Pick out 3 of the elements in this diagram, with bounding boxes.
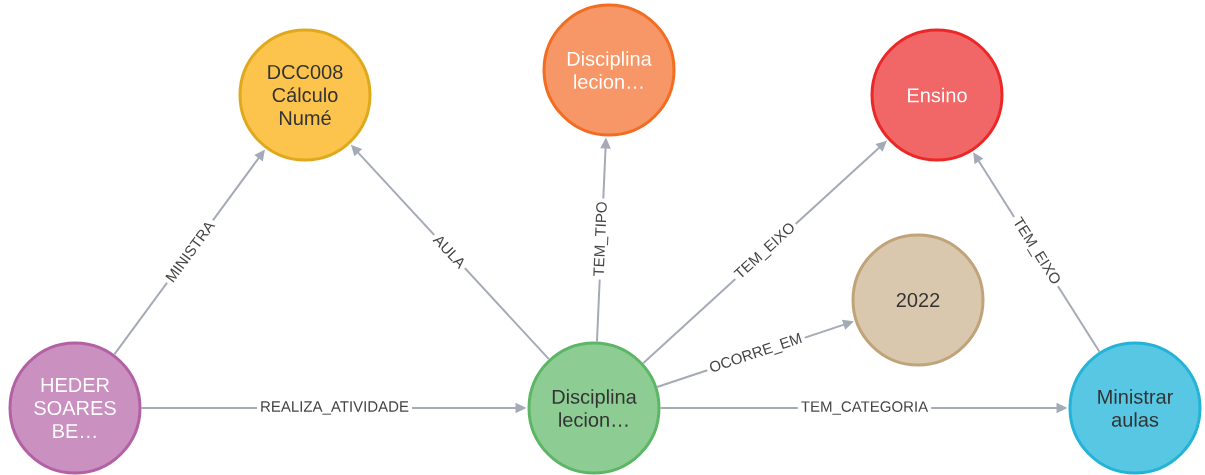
edge-label: REALIZA_ATIVIDADE [257,398,412,418]
edge-label: TEM_CATEGORIA [797,398,932,418]
edge-label: TEM_TIPO [590,198,613,280]
